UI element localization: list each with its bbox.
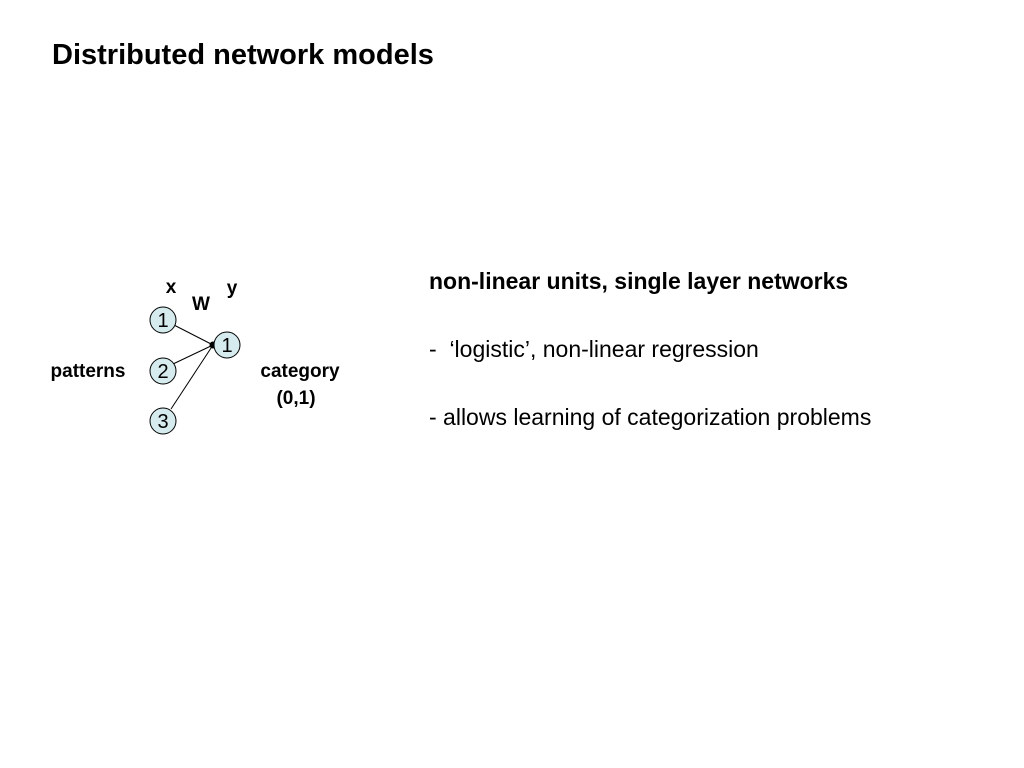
patterns-label: patterns bbox=[51, 361, 126, 382]
weights-label: W bbox=[192, 294, 210, 315]
x-label: x bbox=[166, 277, 177, 298]
output-node-label: 1 bbox=[221, 335, 232, 357]
input-node-2-label: 2 bbox=[157, 361, 168, 383]
text-block: non-linear units, single layer networks … bbox=[429, 267, 1019, 431]
slide-title: Distributed network models bbox=[52, 39, 434, 71]
input-node-3-label: 3 bbox=[157, 411, 168, 433]
input-node-1-label: 1 bbox=[157, 310, 168, 332]
connection-2-to-output bbox=[172, 344, 214, 365]
category-range-label: (0,1) bbox=[276, 388, 315, 409]
input-node-1: 1 bbox=[149, 306, 177, 334]
section-heading: non-linear units, single layer networks bbox=[429, 268, 849, 294]
y-label: y bbox=[227, 278, 238, 299]
input-node-2: 2 bbox=[149, 357, 177, 385]
bullet-item: - allows learning of categorization prob… bbox=[429, 404, 872, 430]
input-node-3: 3 bbox=[149, 407, 177, 435]
output-node: 1 bbox=[213, 331, 241, 359]
bullet-item: - ‘logistic’, non-linear regression bbox=[429, 336, 759, 362]
category-label: category bbox=[260, 361, 340, 382]
connection-1-to-output bbox=[171, 323, 214, 346]
connection-3-to-output bbox=[170, 344, 214, 410]
